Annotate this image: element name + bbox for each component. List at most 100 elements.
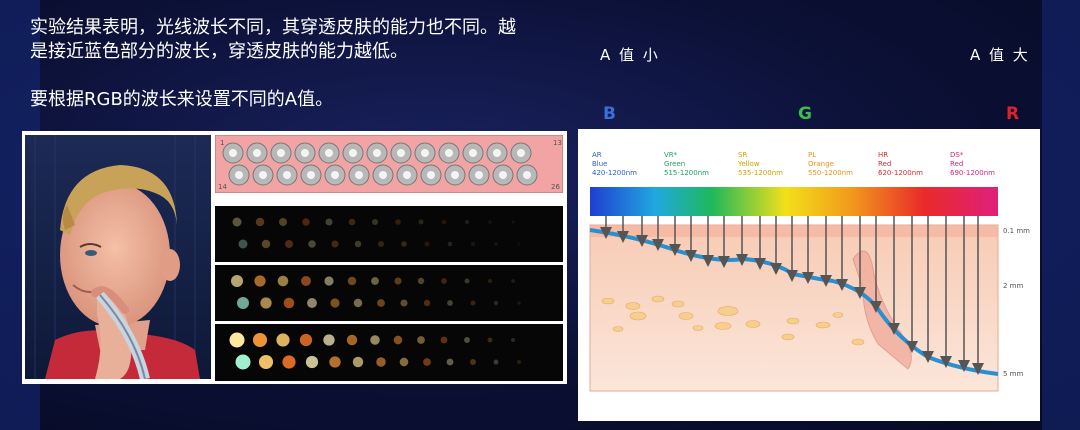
led-glow-strip-dim: [215, 206, 563, 262]
led-glow-dot: [283, 297, 295, 309]
led-glow-dot: [417, 336, 425, 344]
led-glow-dot: [252, 332, 268, 348]
led-glow-dot: [352, 356, 364, 368]
led-glow-dot: [395, 219, 401, 225]
led-glow-dot: [488, 220, 492, 224]
led-glow-dot: [511, 220, 515, 224]
band-label-range: 690-1200nm: [950, 169, 995, 177]
depth-label-5mm: 5 mm: [1003, 370, 1023, 378]
band-label-code: VR*: [664, 151, 678, 159]
led-glow-dot: [470, 241, 476, 247]
led-glow-dot: [331, 240, 339, 248]
electrode-number-14: 14: [218, 183, 227, 191]
led-glow-dot: [324, 276, 334, 286]
led-glow-dot: [323, 334, 335, 346]
led-glow-dot: [417, 277, 425, 285]
band-label-color-name: Red: [950, 160, 963, 168]
band-label-color-name: Red: [878, 160, 891, 168]
photo-panel: 1 13 14 26: [22, 131, 567, 384]
led-glow-dot: [229, 332, 245, 348]
led-glow-dot: [441, 278, 447, 284]
led-glow-dot: [371, 277, 379, 285]
electrode-number-13: 13: [553, 139, 562, 147]
led-glow-dot: [516, 359, 522, 365]
band-label-range: 420-1200nm: [592, 169, 637, 177]
led-glow-dot: [377, 240, 385, 248]
electrode-layout-diagram: 1 13 14 26: [215, 135, 563, 193]
skin-cross-section: [589, 224, 999, 392]
led-glow-dot: [325, 218, 333, 226]
led-glow-dot: [423, 358, 431, 366]
led-glow-dot: [423, 299, 431, 307]
led-glow-dot: [371, 218, 379, 226]
led-glow-dot: [235, 354, 251, 370]
led-glow-dot: [231, 275, 243, 287]
led-glow-dot: [424, 241, 430, 247]
led-glow-dot: [276, 333, 290, 347]
led-glow-strip-bright: [215, 324, 563, 381]
description-paragraph: 实验结果表明，光线波长不同，其穿透皮肤的能力也不同。越是接近蓝色部分的波长，穿透…: [30, 17, 516, 62]
led-glow-dot: [282, 355, 296, 369]
led-glow-dot: [447, 300, 453, 306]
led-glow-dot: [400, 299, 408, 307]
led-glow-dot: [261, 239, 271, 249]
led-glow-dot: [494, 242, 498, 246]
band-label-color-name: Blue: [592, 160, 608, 168]
led-glow-dot: [401, 241, 407, 247]
led-glow-dot: [258, 354, 274, 370]
instruction-paragraph: 要根据RGB的波长来设置不同的A值。: [30, 89, 334, 110]
led-glow-dot: [353, 298, 363, 308]
led-glow-dot: [354, 240, 362, 248]
band-label-code: HR: [878, 151, 888, 159]
led-glow-dot: [305, 355, 319, 369]
a-value-large-label: A 值 大: [970, 46, 1030, 64]
led-glow-dot: [308, 240, 316, 248]
led-glow-strip-medium: [215, 265, 563, 321]
band-label-range: 620-1200nm: [878, 169, 923, 177]
led-glow-dot: [464, 337, 470, 343]
depth-label-0-1mm: 0.1 mm: [1003, 227, 1030, 235]
led-glow-dot: [260, 297, 272, 309]
led-glow-dot: [493, 359, 499, 365]
band-label-code: SR: [738, 151, 747, 159]
person-with-probe-photo: [25, 135, 211, 379]
electrode-number-26: 26: [551, 183, 560, 191]
led-glow-dot: [302, 218, 310, 226]
led-glow-dot: [517, 301, 521, 305]
led-glow-dot: [284, 239, 294, 249]
led-glow-dot: [441, 219, 447, 225]
led-glow-dot: [347, 276, 357, 286]
led-glow-dot: [399, 357, 409, 367]
led-glow-dot: [418, 219, 424, 225]
band-label-range: 515-1200nm: [664, 169, 709, 177]
right-edge-strip: [1042, 0, 1080, 430]
band-label-color-name: Orange: [808, 160, 834, 168]
led-glow-dot: [307, 298, 317, 308]
band-label-code: PL: [808, 151, 816, 159]
electrode-number-1: 1: [220, 139, 224, 147]
led-glow-dot: [440, 336, 448, 344]
band-label-color-name: Green: [664, 160, 685, 168]
led-glow-dot: [470, 359, 476, 365]
led-glow-dot: [464, 278, 470, 284]
band-label-range: 550-1200nm: [808, 169, 853, 177]
led-glow-dot: [254, 275, 266, 287]
led-glow-dot: [232, 217, 242, 227]
rgb-label-b: B: [603, 104, 616, 124]
band-label-code: DS*: [950, 151, 964, 159]
led-glow-dot: [447, 241, 453, 247]
rgb-label-r: R: [1006, 104, 1020, 124]
led-glow-dot: [330, 298, 340, 308]
led-glow-dot: [487, 278, 493, 284]
led-glow-dot: [511, 279, 515, 283]
led-glow-dot: [277, 275, 289, 287]
led-glow-dot: [517, 242, 521, 246]
led-glow-dot: [377, 299, 385, 307]
led-glow-dot: [464, 219, 470, 225]
led-glow-dot: [393, 335, 403, 345]
depth-label-2mm: 2 mm: [1003, 282, 1023, 290]
led-glow-dot: [446, 358, 454, 366]
led-glow-dot: [278, 217, 288, 227]
led-glow-dot: [301, 276, 311, 286]
